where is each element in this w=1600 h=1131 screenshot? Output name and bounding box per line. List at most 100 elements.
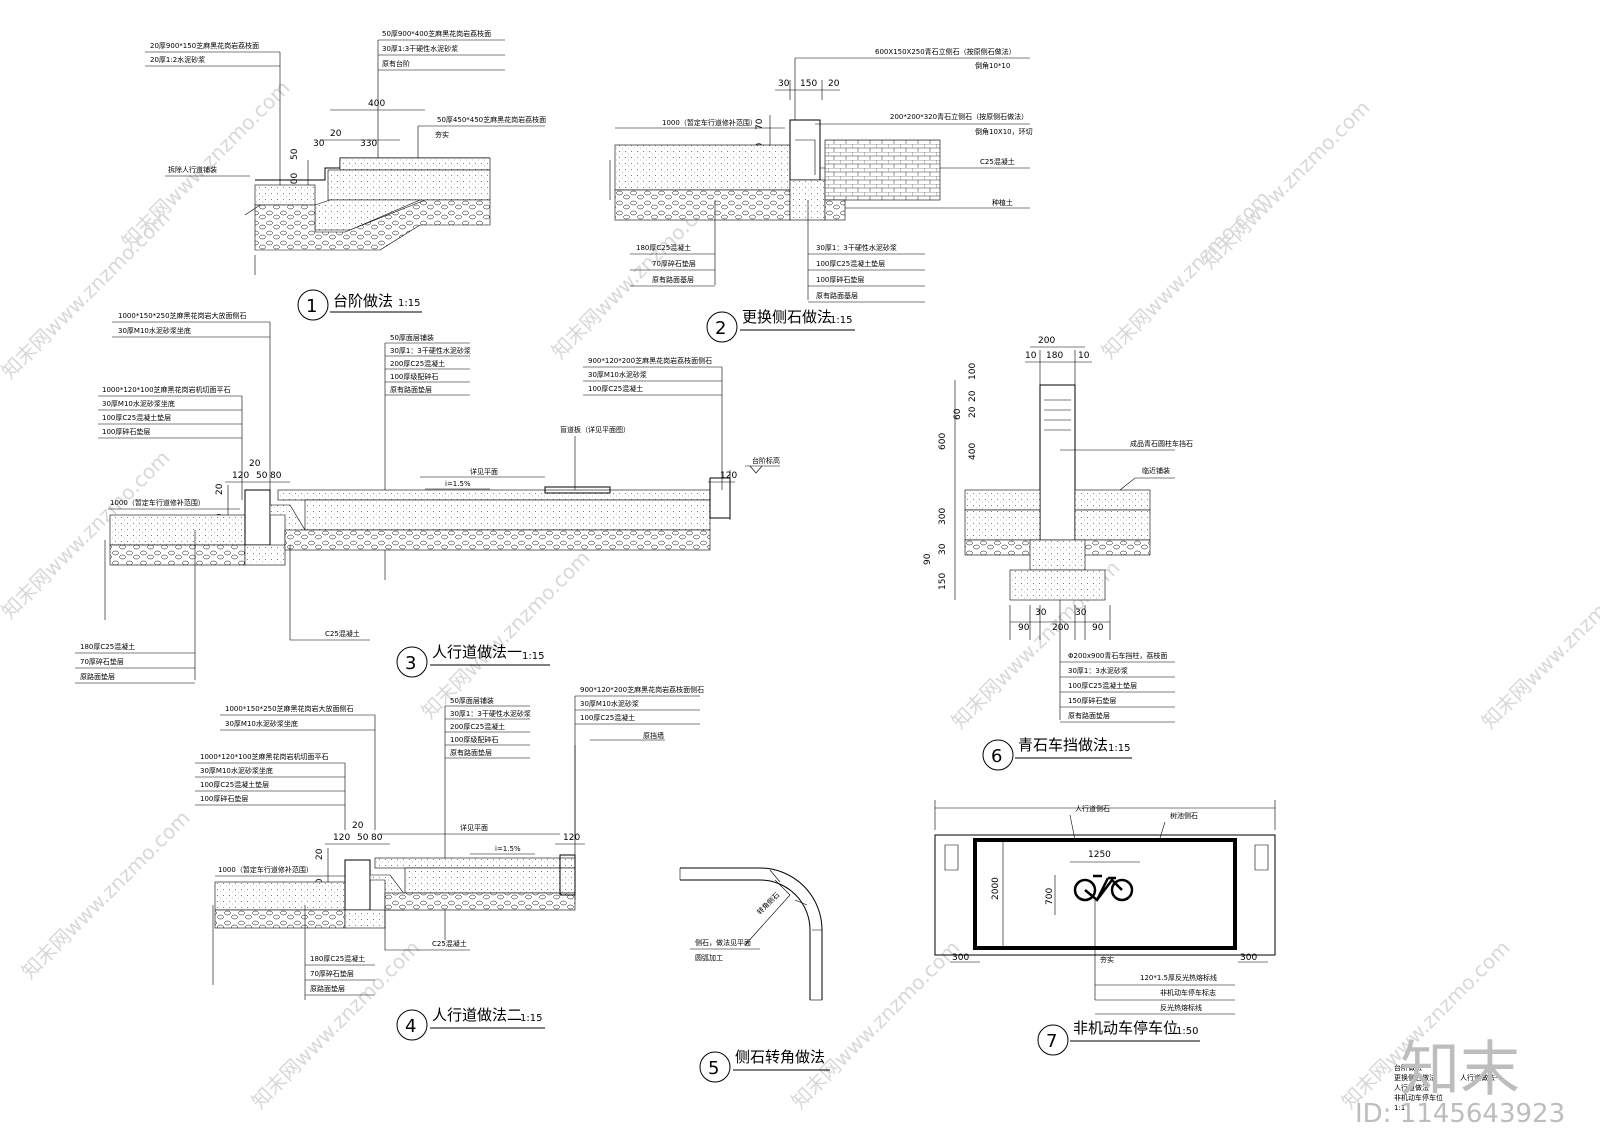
dim-label: 80 — [371, 833, 383, 843]
note: 原挡墙 — [643, 731, 664, 740]
detail-number: 7 — [1046, 1031, 1057, 1052]
detail-scale: 1:50 — [1176, 1026, 1198, 1037]
watermark: 知末网www.znzmo.com — [787, 936, 965, 1114]
dim-label: 150 — [800, 79, 817, 89]
dim-label: 10 — [1078, 351, 1090, 361]
callout: 100厚C25混凝土 — [580, 713, 635, 722]
detail-number: 5 — [708, 1058, 719, 1079]
callout: 100厚级配碎石 — [450, 735, 498, 744]
callout: 30厚1:3干硬性水泥砂浆 — [382, 44, 458, 53]
dim-label: 20 — [352, 821, 364, 831]
callout: 100厚碎石垫层 — [816, 275, 864, 284]
dim-label: 80 — [270, 471, 282, 481]
callout: 100厚C25混凝土垫层 — [1068, 681, 1137, 690]
callout: 70厚碎石垫层 — [310, 969, 354, 978]
dim-label: 150 — [938, 573, 948, 590]
dim-label: 120 — [333, 833, 350, 843]
note: i=1.5% — [445, 480, 471, 488]
dim-label: 200 — [1052, 623, 1069, 633]
callout: 120*1.5厚反光热熔标线 — [1140, 973, 1217, 982]
dim-label: 20 — [968, 390, 978, 402]
dim-label: 200 — [1038, 336, 1055, 346]
dim-label: 90 — [1092, 623, 1104, 633]
watermark-layer: 知末网www.znzmo.com 知末网www.znzmo.com 知末网www… — [0, 76, 1600, 1114]
dim-label: 60 — [953, 408, 963, 420]
callout: 200厚C25混凝土 — [450, 722, 505, 731]
callout: 50厚900*400芝麻黑花岗岩荔枝面 — [382, 29, 491, 38]
dim-label: 120 — [232, 471, 249, 481]
detail-1-title: 1 台阶做法 1:15 — [297, 289, 422, 321]
callout: 100厚碎石垫层 — [200, 794, 248, 803]
callout: 150厚碎石垫层 — [1068, 696, 1116, 705]
callout: 100厚C25混凝土垫层 — [102, 413, 171, 422]
legend-line: 非机动车停车位 — [1394, 1093, 1443, 1102]
callout: 原有路面垫层 — [1068, 711, 1110, 720]
detail-number-circle — [706, 311, 738, 343]
detail-5-curb-corner: 转角侧石 侧石，做法见平面 圆弧加工 — [679, 867, 823, 1001]
callout: 200厚C25混凝土 — [390, 359, 445, 368]
detail-title: 更换侧石做法 — [742, 308, 832, 326]
callout: 900*120*200芝麻黑花岗岩荔枝面侧石 — [588, 356, 712, 365]
detail-title: 青石车挡做法 — [1018, 736, 1108, 754]
dim-label: 30 — [313, 139, 325, 149]
callout: 30厚M10水泥砂浆坐底 — [225, 719, 298, 728]
detail-number-circle — [396, 646, 428, 678]
callout: 50厚面层铺装 — [390, 333, 434, 342]
callout: C25混凝土 — [980, 157, 1015, 166]
dim-label: 600 — [938, 433, 948, 450]
dim-label: 700 — [1045, 888, 1055, 905]
dim-label: 50 — [357, 833, 369, 843]
dim-label: 20 — [968, 406, 978, 418]
callout: Φ200x900青石车挡柱，荔枝面 — [1068, 651, 1167, 660]
span-note: 1000（暂定车行道修补范围） — [662, 118, 757, 127]
detail-3-title: 3 人行道做法一 1:15 — [396, 643, 550, 678]
dim-label: 400 — [968, 443, 978, 460]
callout: 成品青石圆柱车挡石 — [1130, 439, 1193, 448]
dim-label: 90 — [1018, 623, 1030, 633]
callout: 转角侧石 — [755, 890, 781, 916]
callout: 50厚面层铺装 — [450, 696, 494, 705]
detail-scale: 1:15 — [520, 1013, 542, 1024]
detail-title: 台阶做法 — [333, 292, 393, 310]
callout: 30厚1：3干硬性水泥砂浆 — [390, 346, 471, 355]
dim-label: 180 — [1046, 351, 1063, 361]
callout: 1000*120*100芝麻黑花岗岩机切面平石 — [102, 385, 231, 394]
note: 台阶标高 — [752, 456, 780, 465]
detail-4-title: 4 人行道做法二 1:15 — [396, 1006, 545, 1041]
callout: 1000*150*250芝麻黑花岗岩大放面侧石 — [225, 704, 354, 713]
dim-label: 20 — [315, 848, 325, 860]
brand-logo: 知末 — [1400, 1035, 1520, 1105]
dim-label: 90 — [923, 553, 933, 565]
callout: 原有路面基层 — [816, 291, 858, 300]
detail-number-circle — [297, 289, 329, 321]
detail-6-title: 6 青石车挡做法 1:15 — [982, 736, 1132, 771]
dim-label: 10 — [1025, 351, 1037, 361]
note: C25混凝土 — [325, 629, 360, 638]
dim-label: 20 — [330, 129, 342, 139]
dim-label: 300 — [938, 508, 948, 525]
callout: 夯实 — [1100, 955, 1114, 964]
dim-label: 30 — [1075, 608, 1087, 618]
callout: 180厚C25混凝土 — [636, 243, 691, 252]
callout: 原有路面垫层 — [390, 385, 432, 394]
detail-title: 非机动车停车位 — [1073, 1019, 1178, 1037]
dim-label: 20 — [249, 459, 261, 469]
brand-watermark: 知末 ID: 1145643923 — [1355, 1035, 1565, 1129]
dim-label: 20 — [828, 79, 840, 89]
note: 详见平面 — [470, 467, 498, 476]
callout: 临近铺装 — [1142, 466, 1170, 475]
watermark: 知末网www.znzmo.com — [17, 806, 195, 984]
watermark: 知末网www.znzmo.com — [1477, 556, 1600, 734]
span-note: 1000（暂定车行道修补范围） — [218, 865, 313, 874]
dim-label: 30 — [1035, 608, 1047, 618]
detail-number: 4 — [405, 1016, 416, 1037]
callout: 原路面垫层 — [80, 672, 115, 681]
callout: 30厚1：3干硬性水泥砂浆 — [816, 243, 897, 252]
detail-title: 侧石转角做法 — [735, 1048, 825, 1066]
detail-2-curb-replace: 600X150X250青石立侧石（按原侧石做法） 倒角10*10 30 150 … — [609, 47, 1033, 303]
detail-title: 人行道做法一 — [432, 643, 522, 661]
detail-3-sidewalk-a: 1000*150*250芝麻黑花岗岩大放面侧石 30厚M10水泥砂浆坐底 100… — [75, 311, 780, 684]
detail-number-circle — [1037, 1024, 1069, 1056]
watermark: 知末网www.znzmo.com — [417, 546, 595, 724]
